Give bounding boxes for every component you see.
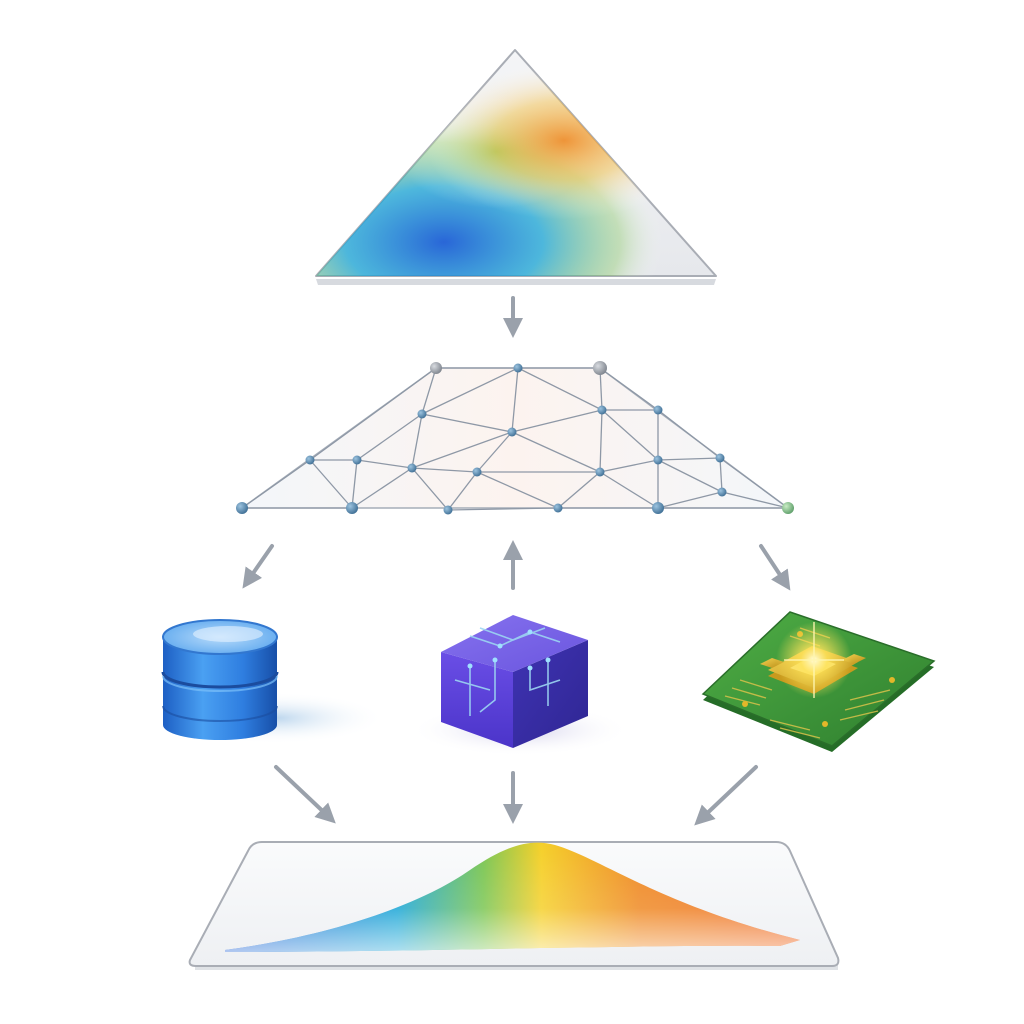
mesh-node — [352, 455, 362, 465]
mesh-edge — [657, 409, 721, 459]
mesh-edge — [657, 491, 723, 509]
mesh-node — [715, 453, 725, 463]
mesh-edge — [511, 367, 519, 433]
mesh-edge — [599, 471, 659, 509]
mesh-edge — [351, 459, 358, 509]
gradient-triangle-icon — [315, 49, 717, 285]
mesh-node — [443, 505, 453, 515]
mesh-edge — [356, 413, 423, 461]
mesh-node — [236, 502, 248, 514]
mesh-edge — [657, 457, 721, 461]
database-cylinder-icon — [161, 619, 385, 744]
mesh-edge — [411, 467, 449, 511]
mesh-node — [553, 503, 563, 513]
mesh-edge — [447, 471, 478, 511]
mesh-edge — [351, 467, 413, 509]
mesh-edge — [719, 457, 789, 509]
mesh-edge — [421, 367, 437, 415]
circuit-cube-icon — [410, 615, 630, 756]
mesh-node — [305, 455, 315, 465]
mesh-node — [595, 467, 605, 477]
mesh-edge — [511, 409, 603, 433]
mesh-edge — [657, 459, 723, 493]
mesh-edge — [517, 367, 603, 411]
arrow-storage-to-result — [274, 765, 336, 824]
mesh-edge — [411, 413, 423, 469]
mesh-node — [507, 427, 517, 437]
mesh-node — [653, 405, 663, 415]
mesh-edge — [721, 491, 789, 509]
mesh-node — [472, 467, 482, 477]
arrow-mesh-to-storage — [242, 544, 274, 589]
mesh-node — [593, 361, 607, 375]
mesh-edge — [599, 459, 659, 473]
mesh-edge — [601, 409, 659, 461]
mesh-edge — [476, 471, 559, 509]
bell-curve-panel-icon — [188, 841, 840, 970]
mesh-node — [430, 362, 442, 374]
mesh-edge — [599, 409, 603, 473]
circuit-board-chip-icon — [701, 611, 936, 752]
mesh-edge — [476, 431, 513, 473]
connector-arrows — [242, 296, 791, 826]
mesh-edge — [241, 459, 311, 509]
mesh-edge — [411, 467, 478, 473]
mesh-node — [652, 502, 664, 514]
mesh-edge — [309, 459, 353, 509]
mesh-node — [597, 405, 607, 415]
arrow-mesh-to-hardware — [759, 544, 791, 591]
mesh-edge — [411, 431, 513, 469]
mesh-node — [653, 455, 663, 465]
mesh-node — [782, 502, 794, 514]
mesh-edge — [421, 367, 519, 415]
mesh-edge — [599, 367, 603, 411]
mesh-node — [717, 487, 727, 497]
mesh-node — [417, 409, 427, 419]
mesh-edge — [421, 413, 513, 433]
mesh-network-icon — [236, 361, 794, 515]
mesh-edge — [356, 459, 413, 469]
mesh-node — [407, 463, 417, 473]
mesh-edge — [557, 471, 601, 509]
mesh-edge — [719, 457, 723, 493]
mesh-edge — [599, 367, 659, 411]
mesh-node — [346, 502, 358, 514]
arrow-hardware-to-result — [694, 765, 758, 826]
mesh-edge — [511, 431, 601, 473]
mesh-node — [513, 363, 523, 373]
mesh-edge — [309, 367, 437, 461]
mesh-edge — [447, 507, 559, 511]
